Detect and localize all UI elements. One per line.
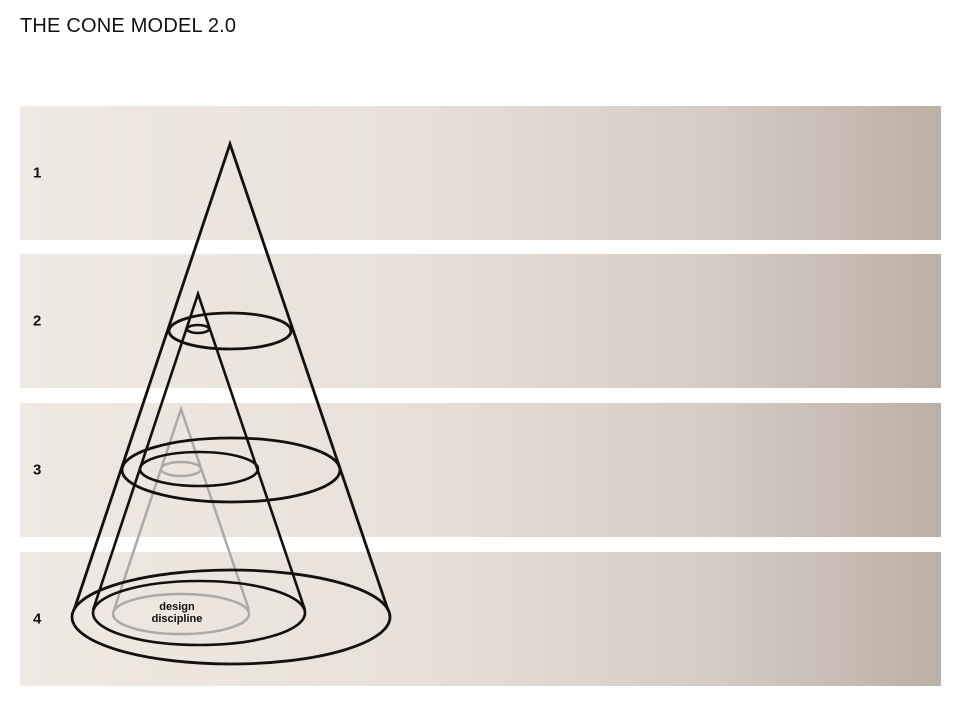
level-label-1: 1: [33, 164, 42, 182]
level-label-4: 4: [33, 610, 42, 628]
middle-cone-base: [91, 579, 307, 647]
middle-cone-sides: [91, 289, 307, 611]
cone-label-line2: discipline: [152, 613, 203, 625]
level-band-1: 1: [20, 106, 941, 240]
middle-cone-ring-top: [185, 323, 211, 335]
outer-cone-sides: [72, 139, 390, 611]
inner-cone-ring-top: [159, 460, 203, 478]
inner-cone: [111, 405, 251, 636]
outer-cone-base: [70, 568, 392, 666]
cone-label-line1: design: [159, 601, 195, 613]
outer-cone-ring-upper: [167, 311, 293, 351]
middle-cone: [91, 289, 307, 647]
inner-cone-sides: [112, 405, 251, 611]
outer-cone-ring-mid: [120, 436, 342, 504]
level-label-2: 2: [33, 312, 42, 330]
page-title: THE CONE MODEL 2.0: [20, 15, 237, 37]
inner-cone-base: [111, 592, 251, 636]
outer-cone: [70, 139, 392, 666]
level-band-3: 3: [20, 403, 941, 537]
middle-cone-ring-mid: [138, 450, 260, 488]
level-label-3: 3: [33, 461, 42, 479]
